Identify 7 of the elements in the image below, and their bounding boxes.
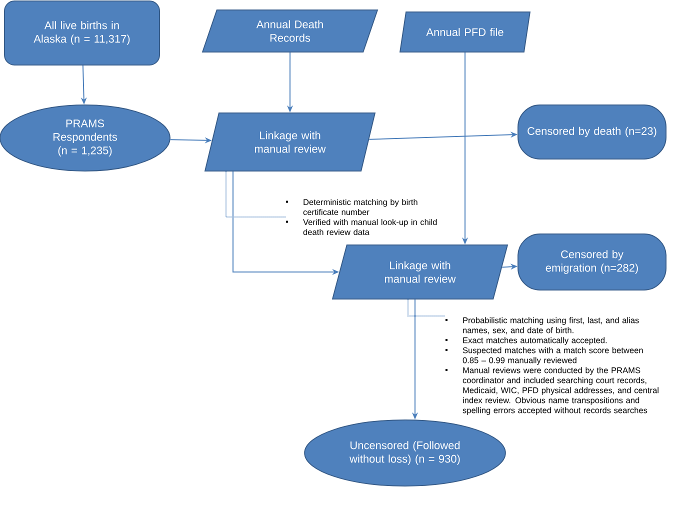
outcome-box: Censored by death (n=23) bbox=[518, 104, 666, 160]
outcome-box: Censored by emigration (n=282) bbox=[518, 234, 666, 290]
bullet-list: Deterministic matching by birth certificate number Verified with manual look-up in child death review data bbox=[286, 198, 437, 236]
leader-line bbox=[408, 299, 446, 316]
process-box: All live births in Alaska (n = 11,317) bbox=[4, 0, 160, 66]
leader-line bbox=[226, 171, 286, 218]
bullet-list: Probabilistic matching using first, last, and alias names, sex, and date of birth. Exact matches automatically accepted. Suspected matches with a match score between 0.85 – 0.99 manually reviewed Manual reviews were conducted by the PRAMS coordinator and included searching court records, Medicaid, WIC, PFD physical addresses, and central index review. Obvious name transpositions and spelling errors accepted without records searches bbox=[446, 317, 658, 415]
